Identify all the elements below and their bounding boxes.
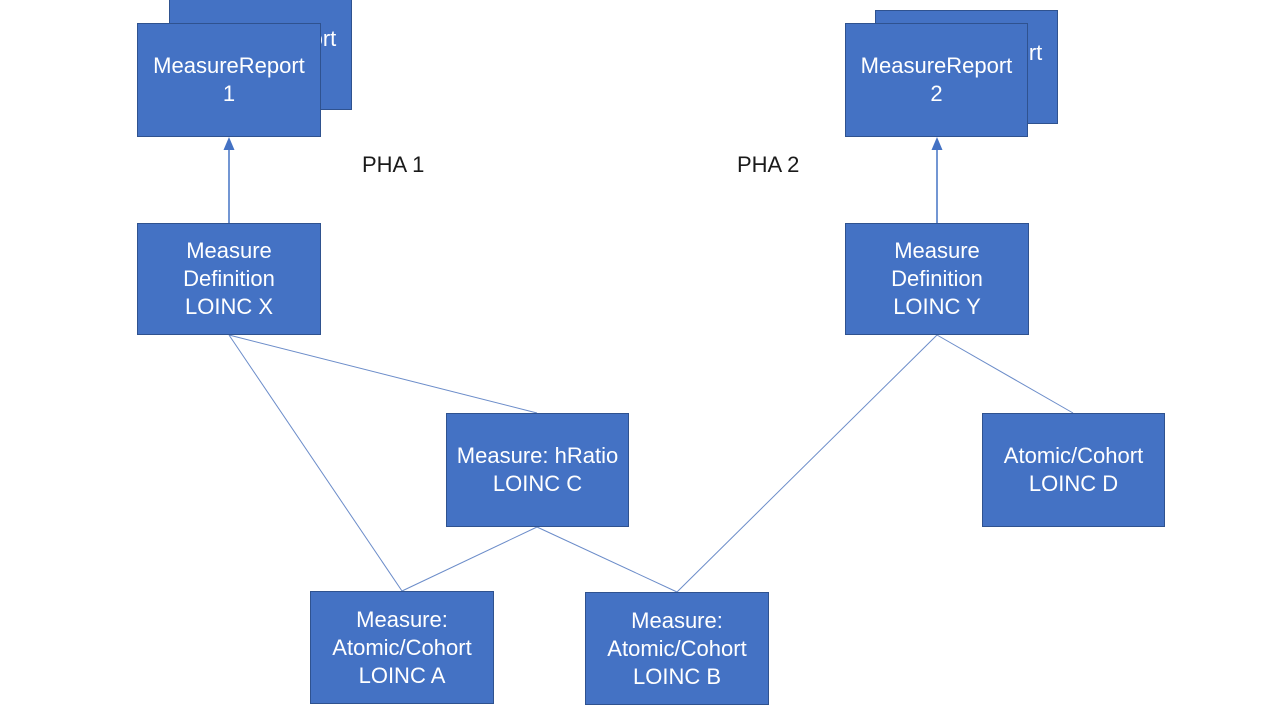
node-label-line: Measure (894, 238, 980, 263)
node-atomic-cohort-loinc-d: Atomic/Cohort LOINC D (982, 413, 1165, 527)
edge-mdx-to-ma (228, 334, 403, 592)
edge-mdy-to-mb (676, 334, 938, 593)
pha1-label: PHA 1 (362, 152, 425, 177)
node-label-line: Atomic/Cohort (607, 635, 747, 661)
node-measure-report-1: MeasureReport 1 (137, 23, 321, 137)
edge-mdy-to-md (936, 334, 1074, 414)
pha2-label: PHA 2 (737, 152, 800, 177)
node-label-line: LOINC X (184, 294, 274, 319)
node-measure-hratio-loinc-c: Measure: hRatio LOINC C (446, 413, 629, 527)
node-label-line: 1 (222, 81, 236, 106)
node-label-line: 2 (930, 81, 943, 106)
edge-mc-to-ma (401, 526, 538, 592)
node-label-line: LOINC Y (893, 294, 981, 319)
arrowhead-mdx-to-mr1 (223, 137, 235, 150)
node-measure-atomic-cohort-loinc-b: Measure: Atomic/Cohort LOINC B (585, 592, 769, 705)
arrowhead-mdy-to-mr2 (931, 137, 943, 150)
node-label-line: LOINC A (358, 662, 446, 688)
node-measure-report-2: MeasureReport 2 (845, 23, 1028, 137)
node-label-line: MeasureReport (153, 53, 305, 78)
node-label-line: Measure: hRatio (456, 443, 619, 468)
edge-mdx-to-mc (228, 334, 538, 414)
node-label-line: LOINC D (1028, 471, 1119, 496)
node-label-line: Measure: (631, 607, 723, 633)
node-label-line: Atomic/Cohort (332, 634, 472, 660)
node-label-line: Definition (183, 266, 275, 291)
node-label-line: LOINC B (632, 663, 722, 689)
node-label-line: LOINC C (492, 471, 583, 496)
node-label-line: MeasureReport (860, 53, 1013, 78)
node-measure-definition-loinc-x: Measure Definition LOINC X (137, 223, 321, 335)
node-label-line: Measure: (356, 606, 448, 632)
node-label-line: Measure (186, 238, 272, 263)
node-measure-definition-loinc-y: Measure Definition LOINC Y (845, 223, 1029, 335)
node-label-line: Definition (891, 266, 983, 291)
edge-mc-to-mb (536, 526, 678, 593)
node-label-line: Atomic/Cohort (1003, 443, 1144, 468)
node-measure-atomic-cohort-loinc-a: Measure: Atomic/Cohort LOINC A (310, 591, 494, 704)
